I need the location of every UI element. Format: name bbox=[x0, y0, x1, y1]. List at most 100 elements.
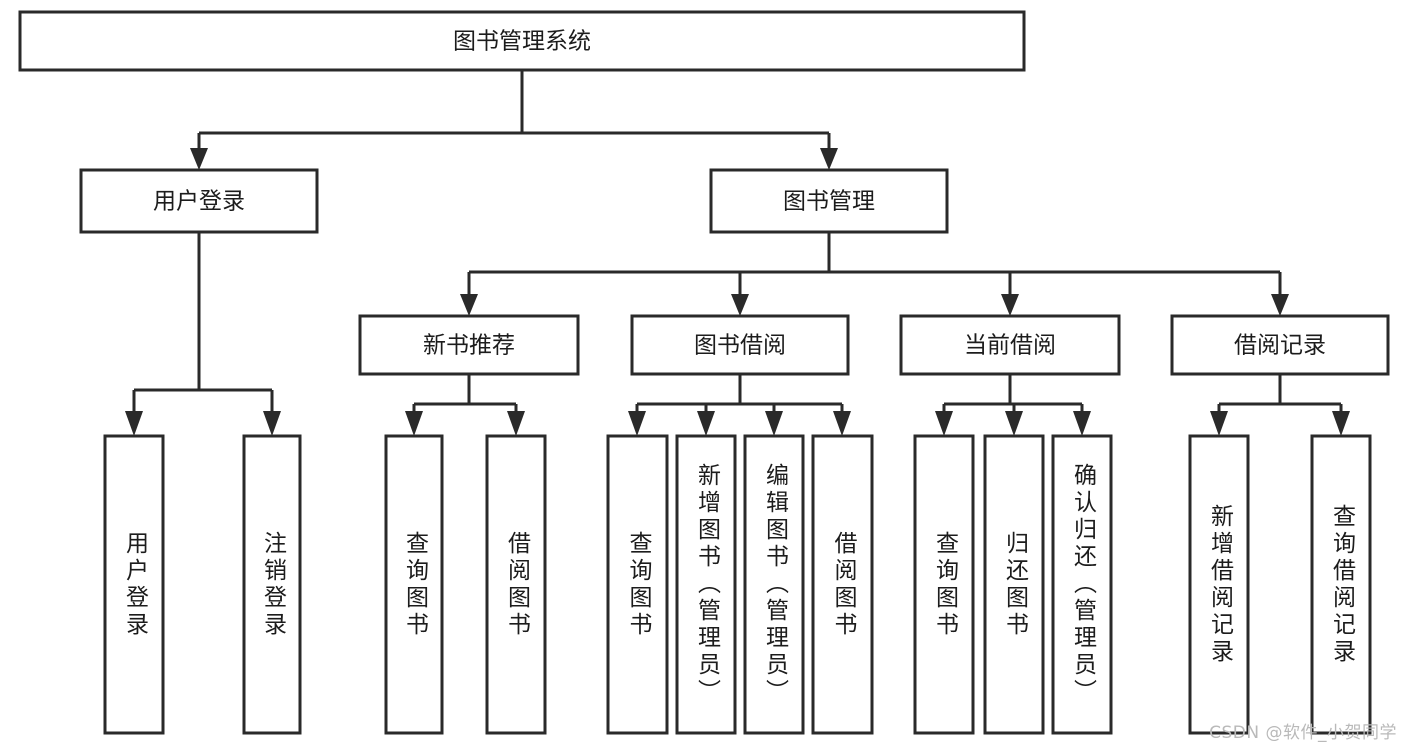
arrow-icon bbox=[697, 411, 715, 436]
arrow-icon bbox=[263, 411, 281, 436]
node-box-book-borrow[interactable] bbox=[630, 314, 850, 376]
node-label-leaf-user-logout: 注销登录 bbox=[259, 530, 286, 639]
node-label-wrap-leaf-user-logout: 注销登录 bbox=[259, 530, 286, 639]
node-book-manage[interactable]: 图书管理 bbox=[709, 168, 949, 234]
node-label-current-borrow: 当前借阅 bbox=[964, 333, 1056, 359]
node-new-book-recommend[interactable]: 新书推荐 bbox=[358, 314, 580, 376]
node-root[interactable]: 图书管理系统 bbox=[18, 10, 1026, 72]
node-leaf-add-record[interactable]: 新增借阅记录 bbox=[1188, 434, 1250, 735]
node-leaf-borrow-book[interactable]: 借阅图书 bbox=[811, 434, 874, 735]
node-label-wrap-leaf-query-book-cur: 查询图书 bbox=[931, 530, 958, 639]
node-label-wrap-leaf-query-book-borrow: 查询图书 bbox=[625, 530, 651, 639]
nodes-layer: 图书管理系统用户登录图书管理新书推荐图书借阅当前借阅借阅记录用户登录注销登录查询… bbox=[18, 10, 1390, 735]
node-label-wrap-leaf-return-book: 归还图书 bbox=[1001, 530, 1028, 639]
node-current-borrow[interactable]: 当前借阅 bbox=[899, 314, 1121, 376]
node-box-new-book-recommend[interactable] bbox=[358, 314, 580, 376]
node-leaf-query-book-borrow[interactable]: 查询图书 bbox=[606, 434, 669, 735]
node-box-leaf-add-record[interactable] bbox=[1188, 434, 1250, 735]
node-box-leaf-borrow-book-rec[interactable] bbox=[485, 434, 547, 735]
arrow-icon bbox=[1271, 294, 1289, 316]
node-label-wrap-leaf-borrow-book-rec: 借阅图书 bbox=[503, 530, 530, 639]
node-book-borrow[interactable]: 图书借阅 bbox=[630, 314, 850, 376]
connector-bookborrow-to-leaves bbox=[635, 374, 844, 413]
connector-newbook-to-leaves bbox=[412, 374, 518, 413]
node-leaf-user-logout[interactable]: 注销登录 bbox=[242, 434, 302, 735]
connector-borrowrecord-to-leaves bbox=[1217, 374, 1343, 413]
node-box-leaf-query-book-cur[interactable] bbox=[913, 434, 975, 735]
node-label-wrap-leaf-edit-book: 编辑图书（管理员） bbox=[761, 463, 788, 706]
node-box-leaf-return-book[interactable] bbox=[983, 434, 1045, 735]
arrow-icon bbox=[125, 411, 143, 436]
arrow-icon bbox=[833, 411, 851, 436]
node-label-root: 图书管理系统 bbox=[453, 29, 591, 55]
node-label-leaf-edit-book: 编辑图书（管理员） bbox=[761, 463, 788, 706]
node-label-wrap-leaf-confirm-return: 确认归还（管理员） bbox=[1069, 463, 1096, 706]
node-box-leaf-add-book[interactable] bbox=[675, 434, 737, 735]
node-leaf-edit-book[interactable]: 编辑图书（管理员） bbox=[743, 434, 805, 735]
node-label-leaf-return-book: 归还图书 bbox=[1001, 530, 1028, 639]
node-box-leaf-user-logout[interactable] bbox=[242, 434, 302, 735]
node-label-wrap-leaf-add-record: 新增借阅记录 bbox=[1206, 503, 1233, 666]
node-box-leaf-user-login[interactable] bbox=[103, 434, 165, 735]
node-label-borrow-record: 借阅记录 bbox=[1234, 333, 1326, 359]
node-box-leaf-query-record[interactable] bbox=[1310, 434, 1372, 735]
arrow-icon bbox=[405, 411, 423, 436]
node-box-leaf-query-book-rec[interactable] bbox=[384, 434, 444, 735]
node-label-book-borrow: 图书借阅 bbox=[694, 333, 786, 359]
node-label-wrap-leaf-user-login: 用户登录 bbox=[121, 530, 148, 639]
node-label-leaf-add-record: 新增借阅记录 bbox=[1206, 503, 1233, 666]
arrow-icon bbox=[1005, 411, 1023, 436]
connector-currentborrow-to-leaves bbox=[942, 374, 1084, 413]
arrow-icon bbox=[935, 411, 953, 436]
node-label-new-book-recommend: 新书推荐 bbox=[423, 333, 515, 359]
node-leaf-return-book[interactable]: 归还图书 bbox=[983, 434, 1045, 735]
node-user-login[interactable]: 用户登录 bbox=[79, 168, 319, 234]
node-box-current-borrow[interactable] bbox=[899, 314, 1121, 376]
node-label-user-login: 用户登录 bbox=[153, 189, 245, 215]
node-label-wrap-leaf-query-record: 查询借阅记录 bbox=[1328, 503, 1355, 666]
arrowhead-layer bbox=[125, 148, 1350, 436]
node-box-borrow-record[interactable] bbox=[1170, 314, 1390, 376]
node-label-leaf-query-book-cur: 查询图书 bbox=[931, 530, 958, 639]
node-box-root[interactable] bbox=[18, 10, 1026, 72]
node-label-leaf-borrow-book-rec: 借阅图书 bbox=[503, 530, 530, 639]
node-label-leaf-query-book-borrow: 查询图书 bbox=[625, 530, 651, 639]
node-box-leaf-query-book-borrow[interactable] bbox=[606, 434, 669, 735]
node-leaf-add-book[interactable]: 新增图书（管理员） bbox=[675, 434, 737, 735]
arrow-icon bbox=[628, 411, 646, 436]
arrow-icon bbox=[1210, 411, 1228, 436]
node-leaf-confirm-return[interactable]: 确认归还（管理员） bbox=[1051, 434, 1113, 735]
node-label-leaf-confirm-return: 确认归还（管理员） bbox=[1069, 463, 1096, 706]
arrow-icon bbox=[1332, 411, 1350, 436]
node-label-wrap-leaf-query-book-rec: 查询图书 bbox=[401, 530, 428, 639]
node-box-leaf-borrow-book[interactable] bbox=[811, 434, 874, 735]
arrow-icon bbox=[765, 411, 783, 436]
node-leaf-query-book-rec[interactable]: 查询图书 bbox=[384, 434, 444, 735]
node-leaf-query-book-cur[interactable]: 查询图书 bbox=[913, 434, 975, 735]
node-box-book-manage[interactable] bbox=[709, 168, 949, 234]
arrow-icon bbox=[1073, 411, 1091, 436]
connector-root-to-level2 bbox=[197, 70, 831, 150]
node-label-leaf-query-record: 查询借阅记录 bbox=[1328, 503, 1355, 666]
node-label-leaf-add-book: 新增图书（管理员） bbox=[693, 463, 720, 706]
arrow-icon bbox=[820, 148, 838, 170]
connector-bookmanage-to-level3 bbox=[467, 232, 1282, 296]
node-label-leaf-borrow-book: 借阅图书 bbox=[830, 530, 856, 639]
node-box-user-login[interactable] bbox=[79, 168, 319, 234]
node-leaf-borrow-book-rec[interactable]: 借阅图书 bbox=[485, 434, 547, 735]
node-label-leaf-user-login: 用户登录 bbox=[121, 530, 148, 639]
node-label-wrap-leaf-borrow-book: 借阅图书 bbox=[830, 530, 856, 639]
node-leaf-user-login[interactable]: 用户登录 bbox=[103, 434, 165, 735]
arrow-icon bbox=[731, 294, 749, 316]
node-leaf-query-record[interactable]: 查询借阅记录 bbox=[1310, 434, 1372, 735]
node-box-leaf-edit-book[interactable] bbox=[743, 434, 805, 735]
node-box-leaf-confirm-return[interactable] bbox=[1051, 434, 1113, 735]
connector-layer bbox=[132, 70, 1343, 413]
node-label-wrap-leaf-add-book: 新增图书（管理员） bbox=[693, 463, 720, 706]
node-borrow-record[interactable]: 借阅记录 bbox=[1170, 314, 1390, 376]
connector-userlogin-to-leaves bbox=[132, 232, 274, 413]
arrow-icon bbox=[460, 294, 478, 316]
node-label-leaf-query-book-rec: 查询图书 bbox=[401, 530, 428, 639]
